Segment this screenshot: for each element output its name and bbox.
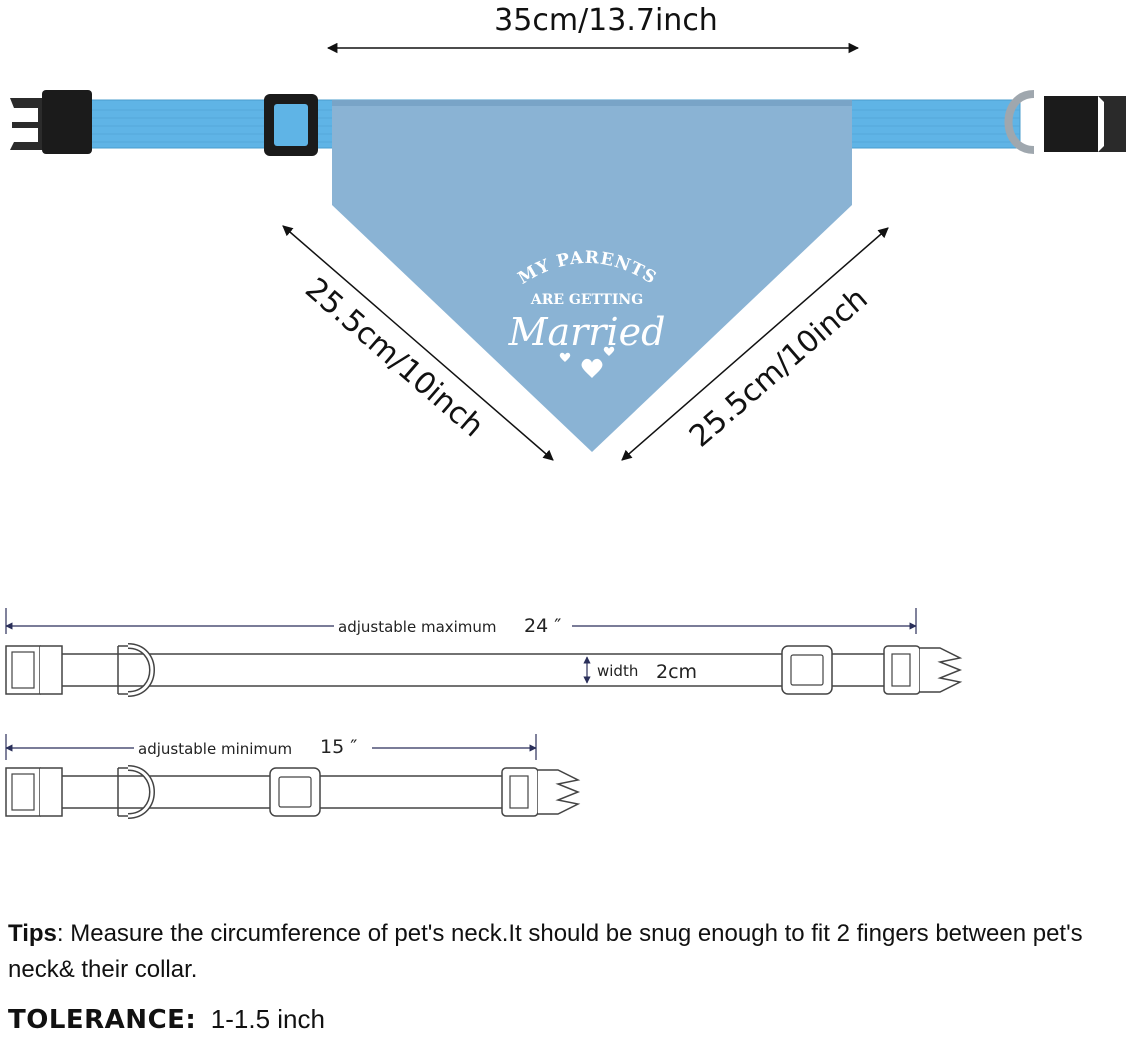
min-collar-diagram: adjustable minimum 15 ″ <box>5 734 581 819</box>
max-collar-diagram: adjustable maximum 24 ″ width 2cm <box>5 608 963 697</box>
d-ring <box>1004 90 1035 154</box>
right-buckle <box>1044 96 1126 152</box>
width-label: width <box>597 662 638 680</box>
collar-photo: MY PARENTS ARE GETTING Married <box>10 90 1126 452</box>
tolerance-line: TOLERANCE: 1-1.5 inch <box>8 1001 325 1038</box>
tips-label: Tips <box>8 920 57 947</box>
heart-icon <box>581 358 603 378</box>
tolerance-label: TOLERANCE: <box>8 1005 197 1035</box>
heart-icon-small <box>559 352 571 362</box>
top-width-dimension: 35cm/13.7inch <box>326 3 860 54</box>
max-value: 24 ″ <box>524 615 561 637</box>
min-label: adjustable minimum <box>138 740 292 758</box>
heart-icon-small-right <box>603 346 615 356</box>
top-width-label: 35cm/13.7inch <box>494 3 718 38</box>
width-value: 2cm <box>656 661 697 683</box>
min-value: 15 ″ <box>320 736 357 758</box>
print-line-3: Married <box>508 310 666 354</box>
slider-buckle <box>264 94 318 156</box>
tips-text: : Measure the circumference of pet's nec… <box>8 920 1083 983</box>
max-label: adjustable maximum <box>338 618 497 636</box>
print-line-2: ARE GETTING <box>530 292 643 308</box>
tips-paragraph: Tips: Measure the circumference of pet's… <box>8 916 1118 988</box>
tolerance-value: 1-1.5 inch <box>210 1004 325 1034</box>
left-buckle <box>10 90 92 154</box>
bandana <box>332 100 852 452</box>
